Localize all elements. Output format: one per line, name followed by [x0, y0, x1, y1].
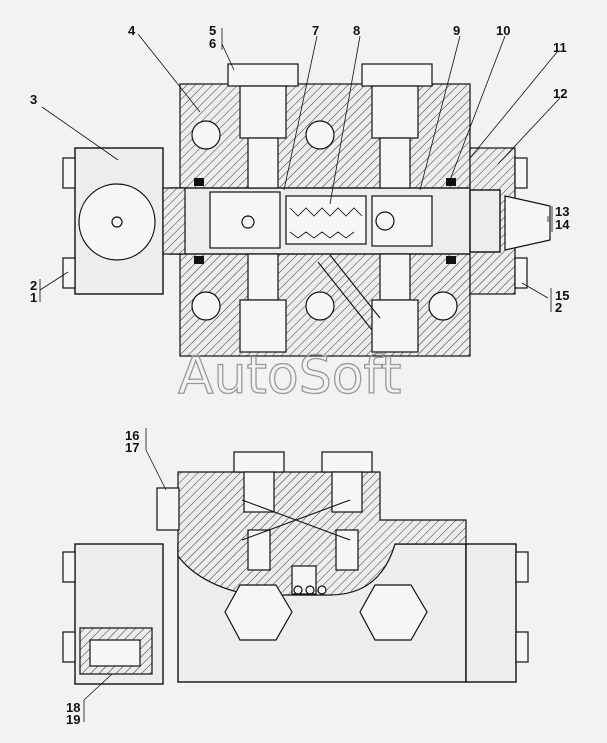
bottom-plug-1-head	[233, 451, 285, 473]
seal-4	[446, 256, 456, 264]
left-bolt-bottom	[62, 257, 76, 289]
callout-19: 19	[66, 712, 80, 727]
callout-13: 13	[555, 204, 569, 219]
left-cover-bore	[111, 216, 123, 228]
top-plug-right-body	[371, 85, 419, 139]
callout-14: 14	[555, 217, 570, 232]
seal-1	[194, 178, 204, 186]
callout-1: 1	[30, 290, 37, 305]
bottom-ball-2	[305, 585, 315, 595]
bottom-stem-2	[335, 529, 359, 571]
right-spool-cap	[375, 211, 395, 231]
callout-17: 17	[125, 440, 139, 455]
bottom-ball-3	[317, 585, 327, 595]
bottom-side-view	[62, 451, 529, 685]
bottom-plug-2-head	[321, 451, 373, 473]
callout-10: 10	[496, 23, 510, 38]
watermark: AutoSoft	[178, 346, 401, 406]
spring-lower	[289, 231, 355, 239]
left-seal-sleeve	[162, 187, 186, 255]
top-plug-left-body	[239, 85, 287, 139]
port-hole-3	[191, 291, 221, 321]
spring-upper	[289, 207, 363, 217]
port-hole-5	[428, 291, 458, 321]
diagonal-passage-b	[329, 254, 381, 319]
spool-pin	[241, 215, 255, 229]
callout-11: 11	[553, 40, 567, 55]
right-adjuster	[504, 195, 551, 251]
bottom-right-bolt-bottom	[515, 631, 529, 663]
callout-16: 16	[125, 428, 139, 443]
seal-2	[194, 256, 204, 264]
callout-5: 5	[209, 23, 216, 38]
callout-7: 7	[312, 23, 319, 38]
spring-chamber	[285, 195, 367, 245]
bottom-left-bolt-bottom	[62, 631, 76, 663]
callout-4: 4	[128, 23, 136, 38]
top-valve-right-stem	[379, 137, 411, 189]
port-hole-2	[305, 120, 335, 150]
port-hole-1	[191, 120, 221, 150]
bottom-plug-2-body	[331, 471, 363, 513]
right-bolt-top	[514, 157, 528, 189]
bottom-plug-1-body	[243, 471, 275, 513]
top-plug-right-head	[361, 63, 433, 87]
bottom-side-plug	[156, 487, 180, 531]
bottom-left-bolt-top	[62, 551, 76, 583]
callout-3: 3	[30, 92, 37, 107]
right-cap-bore	[469, 189, 501, 253]
bottom-right-end	[465, 543, 517, 683]
top-leaders	[39, 28, 561, 312]
top-valve-left-stem	[247, 137, 279, 189]
port-hole-4	[305, 291, 335, 321]
bottom-leaders	[83, 428, 167, 722]
callout-12: 12	[553, 86, 567, 101]
bottom-cross-passages	[241, 499, 351, 541]
bottom-valve-left-stem	[247, 253, 279, 301]
seal-3	[446, 178, 456, 186]
callout-2-right: 2	[555, 300, 562, 315]
callout-6: 6	[209, 36, 216, 51]
top-plug-left-head	[227, 63, 299, 87]
diagonal-passage-a	[317, 261, 373, 331]
bottom-plug-right-body	[371, 299, 419, 353]
bottom-plug-left-body	[239, 299, 287, 353]
left-bolt-top	[62, 157, 76, 189]
hex-nut-left	[224, 584, 293, 641]
bottom-ball-1	[293, 585, 303, 595]
callout-labels: 3 4 5 6 7 8 9 10 11 12 13 14 15 2 2 1 16…	[30, 23, 570, 727]
bottom-left-seal	[89, 639, 141, 667]
top-section-view	[62, 63, 551, 357]
bottom-valve-right-stem	[379, 253, 411, 301]
callout-9: 9	[453, 23, 460, 38]
callout-15: 15	[555, 288, 569, 303]
callout-8: 8	[353, 23, 360, 38]
bottom-stem-1	[247, 529, 271, 571]
callout-18: 18	[66, 700, 80, 715]
callout-2-left: 2	[30, 278, 37, 293]
hex-nut-right	[359, 584, 428, 641]
right-bolt-bottom	[514, 257, 528, 289]
bottom-right-bolt-top	[515, 551, 529, 583]
